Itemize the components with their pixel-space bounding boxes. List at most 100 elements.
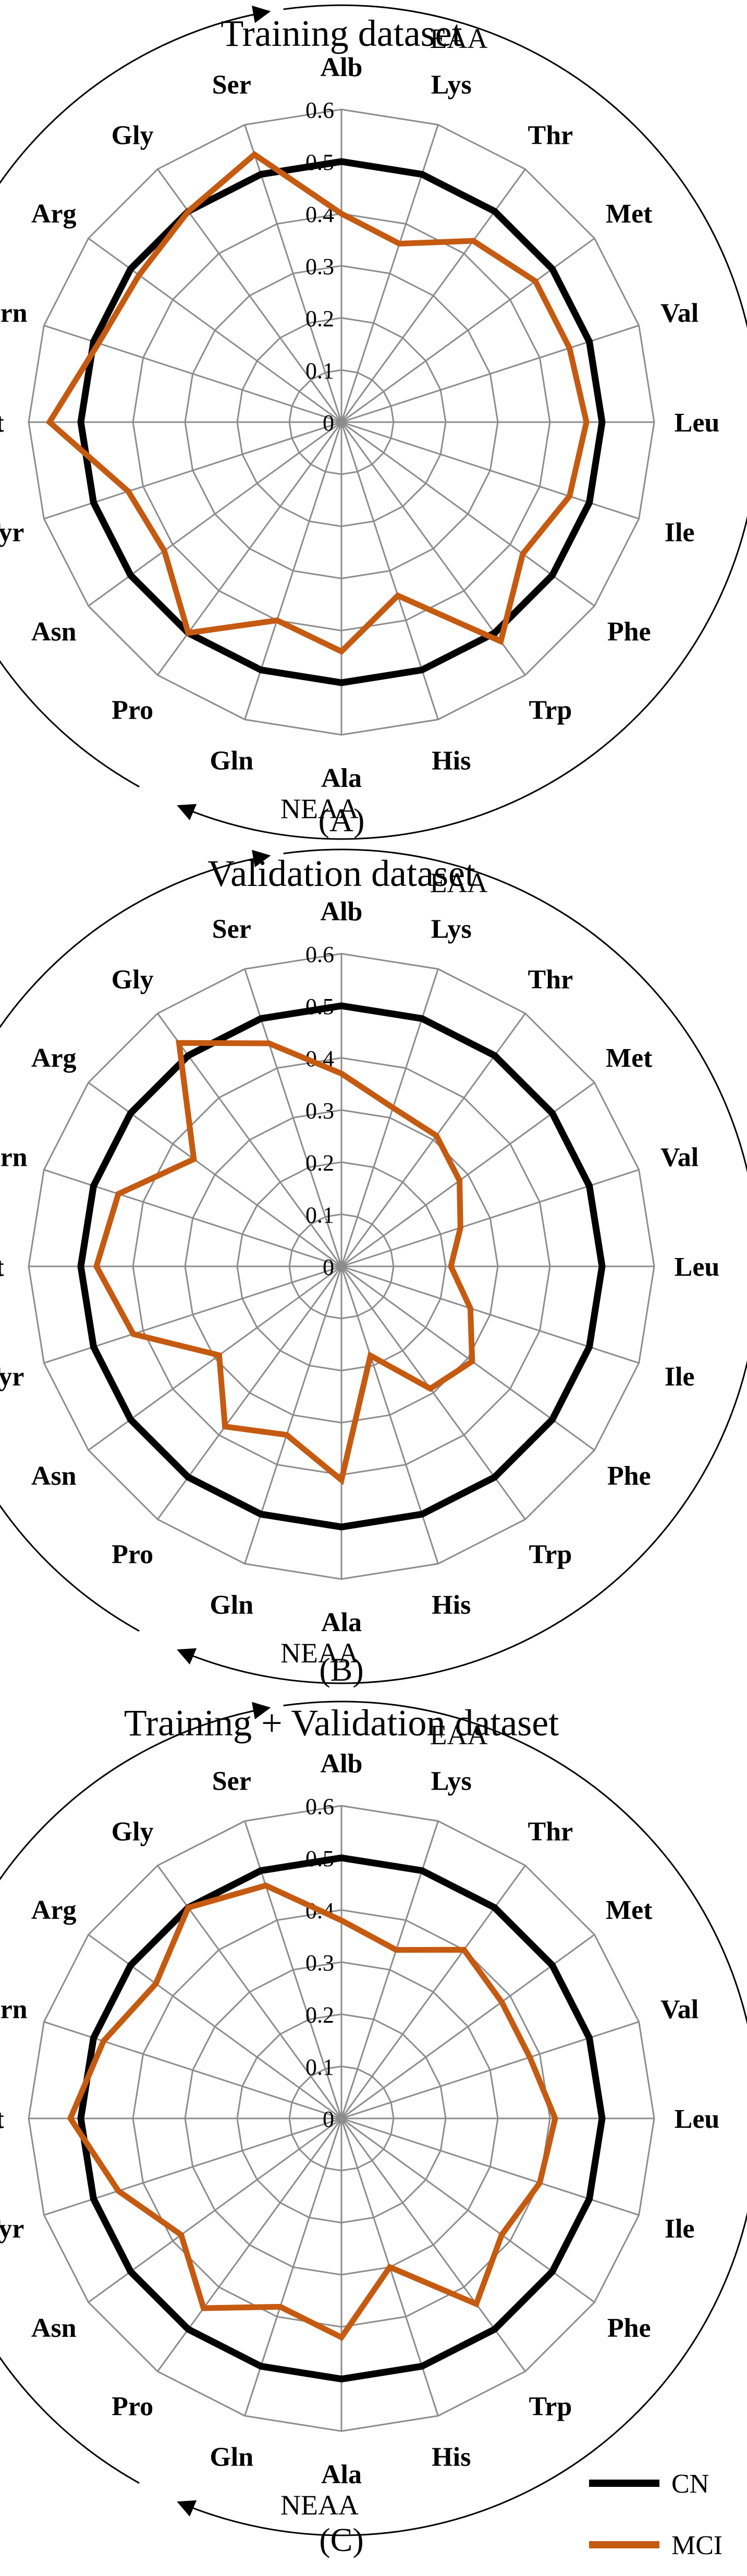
axis-label-val: Val: [660, 1142, 699, 1172]
axis-label-his: His: [432, 746, 471, 776]
group-label-neaa: NEAA: [280, 793, 359, 824]
axis-label-ala: Ala: [321, 2460, 362, 2489]
chart-title: Training dataset: [221, 13, 462, 54]
tick-label: 0.3: [305, 254, 334, 279]
legend-label-cn: CN: [671, 2469, 709, 2499]
axis-label-phe: Phe: [607, 617, 651, 647]
axis-label-leu: Leu: [675, 1252, 720, 1282]
eaa-arrow-arc: [177, 848, 747, 1684]
grid-spoke: [340, 1013, 526, 1267]
tick-label: 0.1: [305, 1202, 334, 1228]
axis-label-alb: Alb: [321, 53, 363, 82]
axis-label-val: Val: [660, 1994, 699, 2024]
grid-spoke: [341, 1934, 595, 2119]
axis-label-arg: Arg: [31, 1895, 77, 1925]
axis-label-ser: Ser: [212, 1766, 251, 1796]
grid-spoke: [340, 1266, 526, 1520]
grid-spoke: [88, 1934, 342, 2119]
tick-label: 0.6: [305, 1794, 334, 1819]
tick-label: 0.6: [305, 942, 334, 967]
tick-label: 0: [323, 410, 334, 436]
axis-label-orn: Orn: [0, 1994, 28, 2024]
axis-label-met: Met: [606, 199, 653, 229]
grid-spoke: [340, 168, 526, 423]
group-label-neaa: NEAA: [280, 1637, 359, 1669]
group-label-eaa: EAA: [430, 23, 488, 54]
grid-spoke: [88, 421, 342, 607]
panel-label: (A): [319, 802, 365, 839]
tick-label: 0.2: [305, 1150, 334, 1176]
axis-label-tyr: Tyr: [0, 2214, 24, 2244]
panel-label: (C): [319, 2521, 363, 2558]
axis-label-trp: Trp: [529, 696, 572, 725]
axis-label-cit: Cit: [0, 408, 4, 438]
axis-label-asn: Asn: [31, 2313, 77, 2343]
axis-label-cit: Cit: [0, 2104, 4, 2134]
axis-label-gly: Gly: [112, 120, 154, 150]
axis-label-ala: Ala: [321, 1608, 362, 1637]
grid-spoke: [88, 1265, 342, 1451]
axis-label-ser: Ser: [212, 914, 251, 944]
group-label-eaa: EAA: [430, 867, 488, 898]
axis-label-gly: Gly: [112, 965, 154, 994]
neaa-arrow-arc: [0, 5, 271, 788]
axis-label-lys: Lys: [431, 70, 472, 100]
axis-label-ile: Ile: [665, 2214, 695, 2244]
series-cn-line: [77, 1002, 606, 1531]
tick-label: 0.6: [305, 97, 334, 123]
tick-label: 0.1: [305, 358, 334, 384]
tick-label: 0.3: [305, 1098, 334, 1124]
tick-label: 0: [323, 1254, 334, 1280]
axis-label-gln: Gln: [210, 1591, 253, 1620]
axis-label-lys: Lys: [431, 1766, 472, 1796]
axis-label-his: His: [432, 1591, 471, 1620]
axis-label-trp: Trp: [529, 2392, 572, 2422]
axis-label-thr: Thr: [528, 965, 573, 994]
tick-label: 0.1: [305, 2054, 334, 2080]
series-mci-line: [93, 1040, 475, 1485]
chart-title: Training + Validation dataset: [124, 1702, 559, 1744]
axis-label-ile: Ile: [665, 518, 695, 548]
axis-label-ile: Ile: [665, 1362, 695, 1392]
axis-label-gln: Gln: [210, 746, 253, 776]
axis-label-pro: Pro: [112, 696, 153, 725]
axis-label-asn: Asn: [31, 1461, 77, 1491]
panel-label: (B): [319, 1651, 363, 1688]
group-label-eaa: EAA: [430, 1719, 488, 1751]
series-cn-line: [77, 1854, 606, 2383]
axis-label-his: His: [432, 2443, 471, 2472]
grid-spoke: [88, 1082, 342, 1267]
tick-label: 0.2: [305, 2002, 334, 2028]
series-cn-line: [77, 158, 606, 686]
series-mci-line: [67, 1882, 558, 2341]
axis-label-leu: Leu: [675, 408, 720, 438]
axis-label-gln: Gln: [210, 2443, 253, 2472]
tick-label: 0.3: [305, 1950, 334, 1976]
group-label-neaa: NEAA: [280, 2489, 359, 2521]
axis-label-ser: Ser: [212, 70, 251, 100]
eaa-arrow-arc: [177, 4, 747, 840]
axis-label-orn: Orn: [0, 298, 28, 328]
grid-spoke: [341, 238, 595, 423]
axis-label-pro: Pro: [112, 1540, 153, 1570]
tick-label: 0: [323, 2106, 334, 2132]
axis-label-gly: Gly: [112, 1817, 154, 1846]
axis-label-tyr: Tyr: [0, 1362, 24, 1392]
axis-label-lys: Lys: [431, 914, 472, 944]
tick-label: 0.2: [305, 306, 334, 331]
neaa-arrow-arc: [0, 1702, 271, 2484]
axis-label-phe: Phe: [607, 1461, 651, 1491]
grid-spoke: [88, 238, 342, 423]
series-mci-line: [45, 151, 590, 655]
axis-label-trp: Trp: [529, 1540, 572, 1570]
grid-spoke: [341, 2117, 595, 2303]
grid-spoke: [341, 1082, 595, 1267]
eaa-arrow-arc: [177, 1700, 747, 2536]
axis-label-met: Met: [606, 1895, 653, 1925]
axis-label-phe: Phe: [607, 2313, 651, 2343]
neaa-arrow-arc: [0, 849, 271, 1632]
axis-label-alb: Alb: [321, 1749, 363, 1779]
axis-label-orn: Orn: [0, 1142, 28, 1172]
axis-label-leu: Leu: [675, 2104, 720, 2134]
